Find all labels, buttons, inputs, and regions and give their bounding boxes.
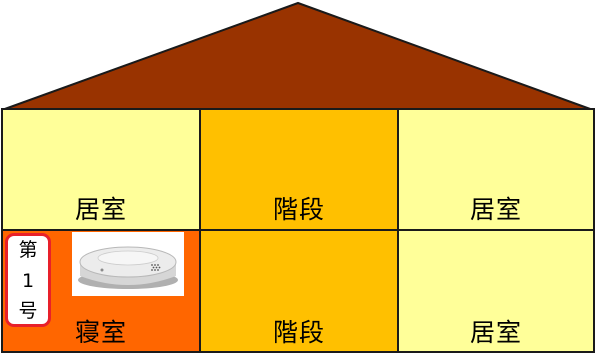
room-label: 階段 bbox=[272, 195, 325, 224]
lower-stairs: 階段 bbox=[199, 229, 399, 353]
badge-line-3: 号 bbox=[18, 300, 38, 322]
smoke-detector-icon bbox=[72, 232, 184, 296]
upper-room-right: 居室 bbox=[397, 108, 595, 231]
lower-room-right: 居室 bbox=[397, 229, 595, 353]
detector-number-badge: 第 1 号 bbox=[5, 233, 51, 327]
room-label: 居室 bbox=[469, 195, 522, 224]
upper-room-left: 居室 bbox=[1, 108, 201, 231]
room-label: 居室 bbox=[469, 318, 522, 347]
badge-line-1: 第 bbox=[18, 239, 38, 261]
upper-stairs: 階段 bbox=[199, 108, 399, 231]
room-label: 居室 bbox=[74, 195, 127, 224]
house-roof bbox=[1, 1, 594, 111]
room-label: 寝室 bbox=[74, 318, 127, 347]
badge-line-2: 1 bbox=[21, 269, 35, 292]
room-label: 階段 bbox=[272, 318, 325, 347]
